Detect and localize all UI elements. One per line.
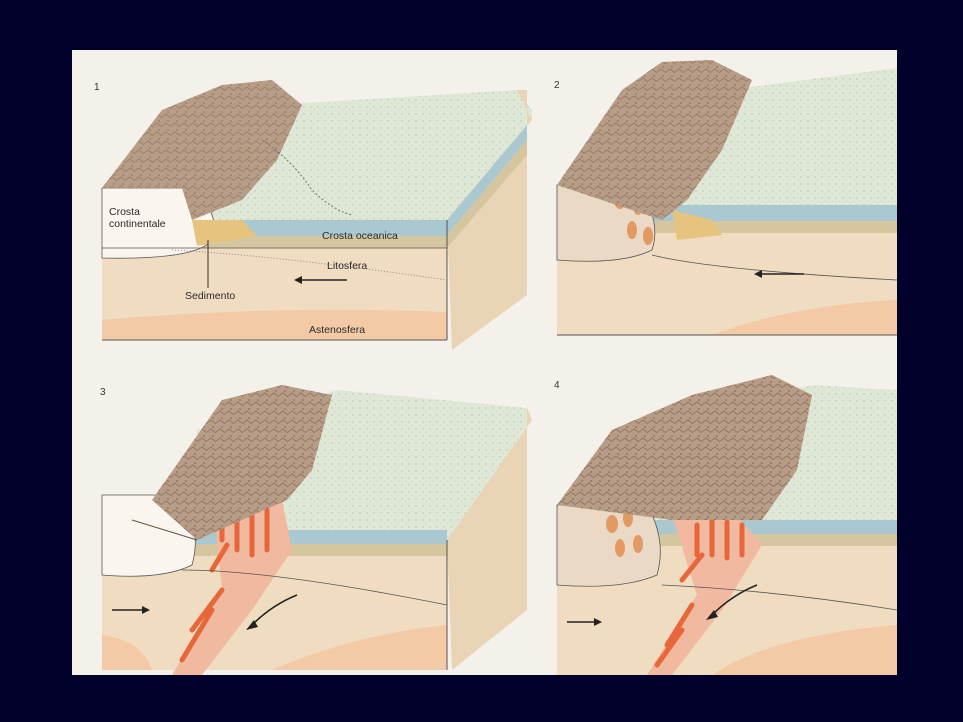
panel-1-lithosphere [102,248,447,320]
label-crosta-continentale-line2: continentale [109,218,166,230]
panel-4-magma-body [606,515,618,533]
panel-4-block [557,375,897,675]
diagram-sheet: 1 2 3 4 Crosta continentale Crosta ocean… [72,50,897,675]
label-crosta-oceanica: Crosta oceanica [322,230,398,242]
label-crosta-continentale-line1: Crosta [109,206,140,218]
diagram-canvas [72,50,897,675]
label-sedimento: Sedimento [185,290,235,302]
panel-3-number: 3 [100,387,106,398]
panel-3-block [102,385,532,675]
label-litosfera: Litosfera [327,260,367,272]
panel-4-number: 4 [554,380,560,391]
panel-1-number: 1 [94,82,100,93]
panel-2-number: 2 [554,80,560,91]
panel-1-block [102,80,532,350]
panel-2-block [557,60,897,335]
label-astenosfera: Astenosfera [309,324,365,336]
